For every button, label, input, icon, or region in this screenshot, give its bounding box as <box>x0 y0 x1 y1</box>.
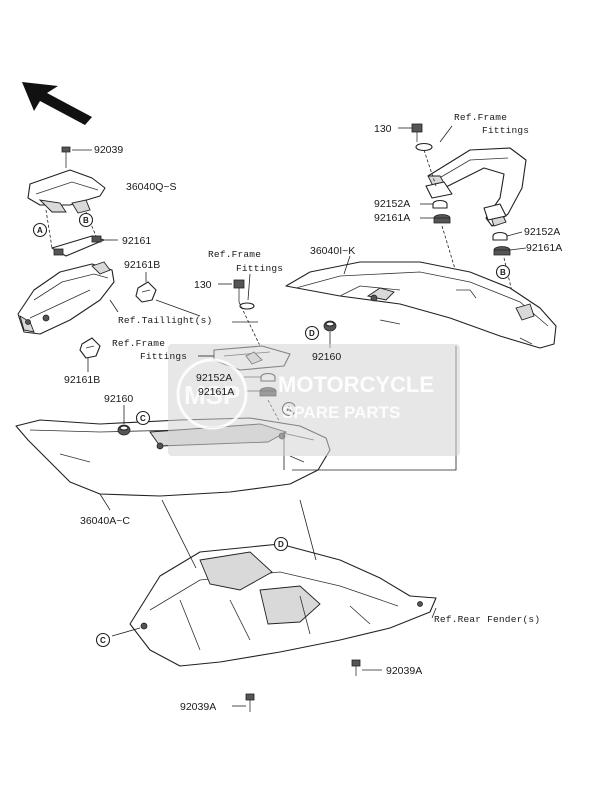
bolt-130-center <box>218 279 263 351</box>
label-92152A-right1: 92152A <box>374 198 410 210</box>
callout-b-right: B <box>495 264 511 280</box>
grab-rail <box>398 123 527 227</box>
grommet-92161B-bottom <box>79 337 101 372</box>
svg-text:C: C <box>140 414 146 423</box>
label-36040A-C: 36040A~C <box>80 515 130 527</box>
ref-frame-fittings-center-line2: Fittings <box>236 263 283 274</box>
svg-text:D: D <box>309 329 315 338</box>
label-92152A-right2: 92152A <box>524 226 560 238</box>
ref-frame-fittings-center-line1: Ref.Frame <box>208 249 261 260</box>
callout-a-top: A <box>32 222 48 238</box>
label-92039A-right: 92039A <box>386 665 422 677</box>
bolt-92039A-bottom <box>232 693 255 712</box>
ref-rear-fender: Ref.Rear Fender(s) <box>434 614 540 625</box>
rear-fender-undertray <box>111 499 437 667</box>
svg-text:C: C <box>100 636 106 645</box>
part-36040Q-S <box>27 146 106 214</box>
label-92039: 92039 <box>94 144 123 156</box>
label-92160-right: 92160 <box>312 351 341 363</box>
callout-d-right: D <box>304 325 320 341</box>
watermark-line2: SPARE PARTS <box>282 403 400 422</box>
watermark: MSP MOTORCYCLE SPARE PARTS <box>168 344 460 456</box>
grommet-92160-left <box>117 405 131 436</box>
label-92161B-top: 92161B <box>124 259 160 271</box>
label-36040Q-S: 36040Q~S <box>126 181 177 193</box>
ref-frame-fittings-left-line1: Ref.Frame <box>112 338 165 349</box>
front-direction-arrow-icon <box>22 82 92 125</box>
label-92160-left: 92160 <box>104 393 133 405</box>
label-92152A-center: 92152A <box>196 372 232 384</box>
grommet-92161B-top <box>135 272 157 303</box>
label-92039A-bottom: 92039A <box>180 701 216 713</box>
label-130-left: 130 <box>194 279 212 291</box>
ref-taillight: Ref.Taillight(s) <box>118 315 212 326</box>
ref-frame-fittings-right-line1: Ref.Frame <box>454 112 507 123</box>
callout-c-left: C <box>135 410 151 426</box>
label-36040I-K: 36040I~K <box>310 245 355 257</box>
dampers-right-2 <box>492 231 527 301</box>
label-92161A-right1: 92161A <box>374 212 410 224</box>
svg-text:B: B <box>83 216 89 225</box>
svg-text:B: B <box>500 268 506 277</box>
label-92161A-center: 92161A <box>198 386 234 398</box>
ref-frame-fittings-left-line2: Fittings <box>140 351 187 362</box>
bolt-92039A-right <box>351 659 382 676</box>
side-cover-right <box>285 255 557 349</box>
label-92161A-right2: 92161A <box>526 242 562 254</box>
label-130-right: 130 <box>374 123 392 135</box>
callout-b-top: B <box>78 212 94 228</box>
callout-c-bottom: C <box>95 632 111 648</box>
watermark-line1: MOTORCYCLE <box>278 372 434 397</box>
taillight-assembly <box>17 261 115 335</box>
part-92161 <box>45 209 118 257</box>
label-92161B-bottom: 92161B <box>64 374 100 386</box>
callout-d-bottom: D <box>273 536 289 552</box>
grommet-92160-right <box>323 320 337 348</box>
ref-frame-fittings-right-line2: Fittings <box>482 125 529 136</box>
watermark-logo: MSP <box>184 380 240 410</box>
svg-text:A: A <box>37 226 43 235</box>
label-92161: 92161 <box>122 235 151 247</box>
svg-text:D: D <box>278 540 284 549</box>
